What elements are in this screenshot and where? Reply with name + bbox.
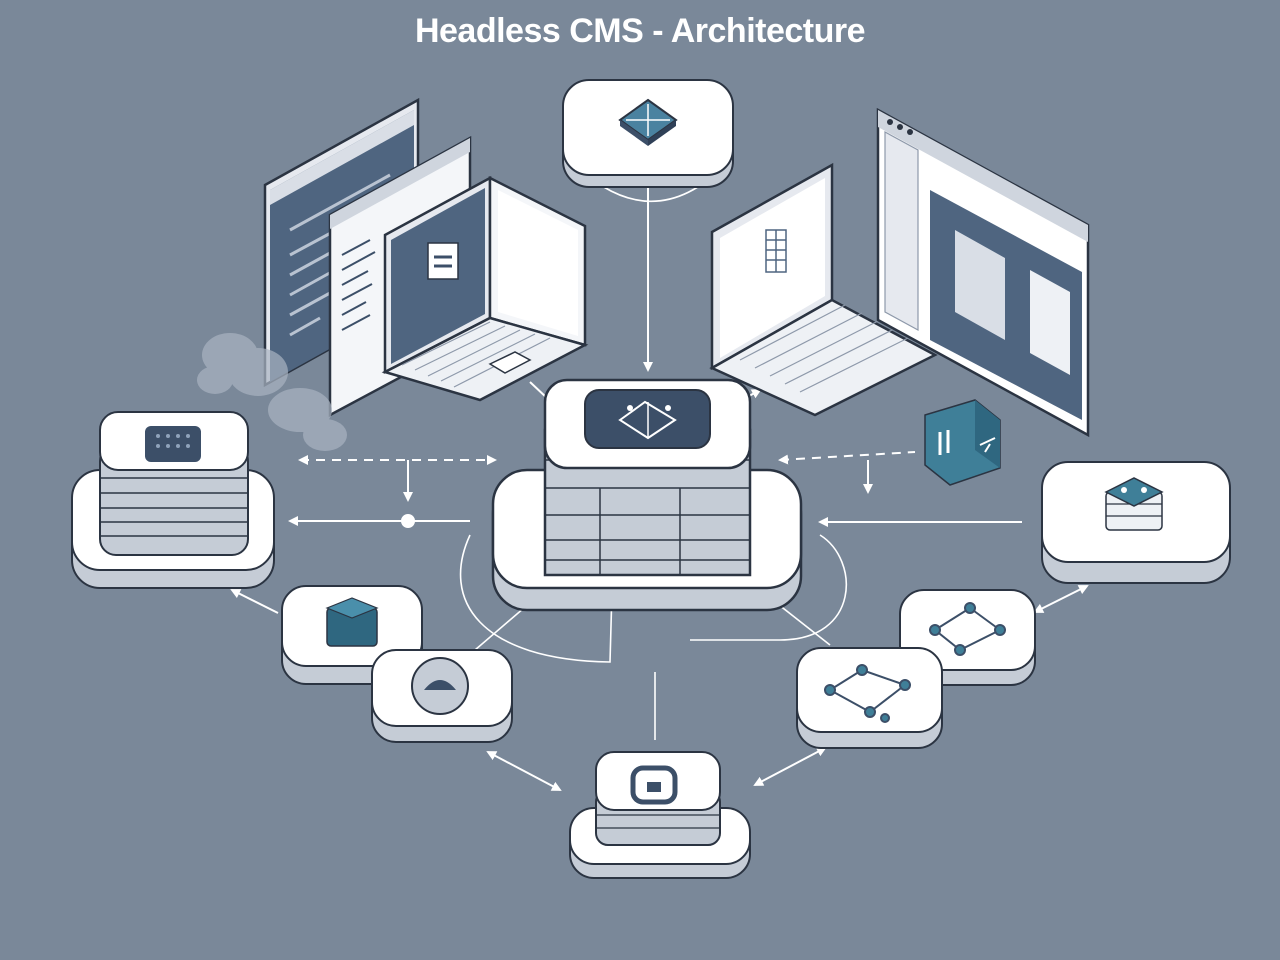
laptop-left — [381, 175, 589, 402]
top-service-tile — [562, 79, 734, 188]
left-database-tile — [71, 411, 275, 589]
network-graph-icon — [824, 664, 911, 723]
storage-grid-icon — [145, 426, 201, 462]
right-database-tile — [1041, 461, 1231, 584]
disc-tile — [371, 649, 513, 743]
smoke-cloud — [197, 333, 347, 451]
connector-left-node — [401, 514, 415, 528]
laptop-right — [709, 162, 938, 417]
browser-window-right — [876, 107, 1090, 438]
diagram-title: Headless CMS - Architecture — [414, 12, 866, 50]
connector-outer-bottom-right — [753, 747, 827, 786]
network-graph-icon — [929, 602, 1006, 656]
central-server — [491, 378, 803, 612]
content-hub-icon — [584, 389, 711, 449]
connector-center-loop-left — [459, 534, 613, 663]
document-icon — [427, 242, 459, 280]
cube-icon — [325, 597, 379, 647]
network-tile-lower — [796, 647, 943, 749]
table-icon — [765, 229, 787, 273]
folder-box-icon — [924, 399, 1001, 486]
isometric-cube-icon — [618, 98, 678, 146]
connector-outer-bottom-left — [486, 751, 562, 791]
connector-center-loop-right — [690, 534, 848, 641]
stacked-data-icon — [1104, 477, 1164, 531]
connector-right-dashed — [778, 451, 916, 465]
bottom-gateway-tile — [569, 751, 751, 879]
connector-outer-left — [230, 589, 279, 614]
api-gateway-icon — [630, 765, 678, 805]
connectors — [230, 159, 1089, 791]
disc-icon — [411, 657, 469, 715]
connector-outer-right — [1033, 585, 1089, 613]
